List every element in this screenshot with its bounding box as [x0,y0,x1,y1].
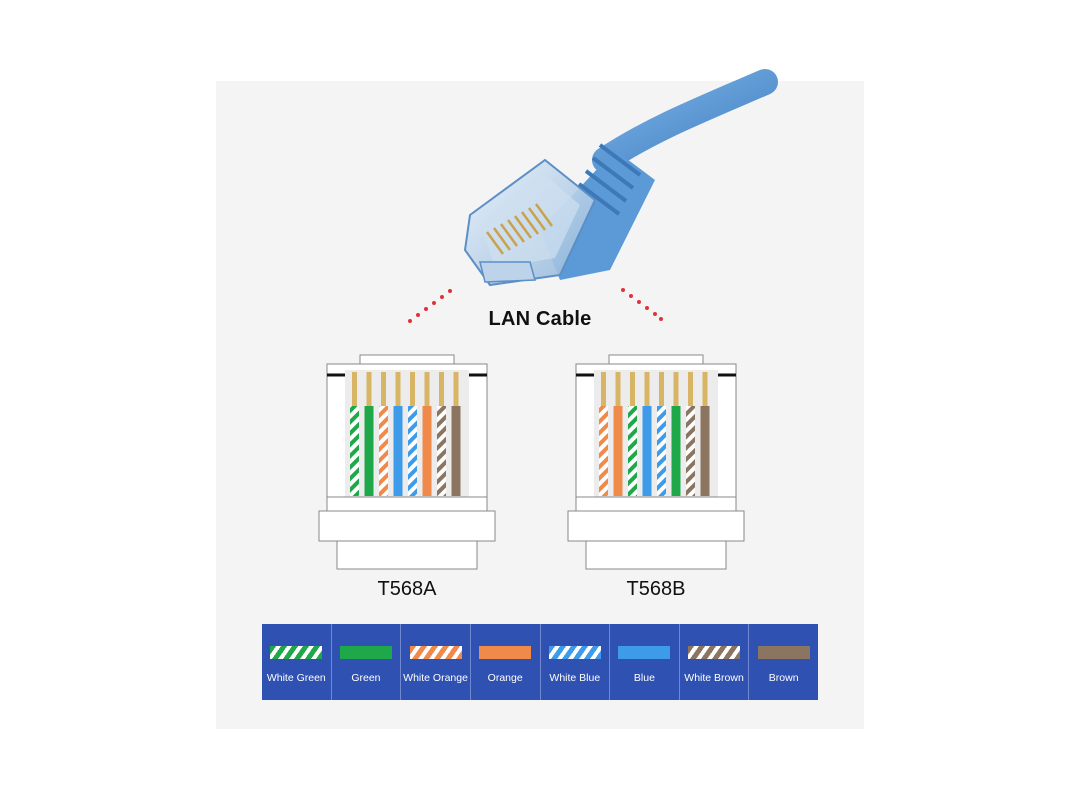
wire-white-blue [657,406,666,496]
contact-pin [644,372,650,406]
wire-brown [700,406,710,496]
legend-item-white-orange: White Orange [401,624,471,700]
legend-label: Blue [633,672,655,684]
legend-item-orange: Orange [471,624,541,700]
contact-pin [630,372,635,406]
legend-swatch-orange [479,646,532,659]
legend-swatch-green [339,646,392,659]
wire-white-blue [408,406,417,496]
legend-label: Orange [487,672,523,684]
wire-white-brown [686,406,695,496]
wire-white-brown [437,406,446,496]
wire-white-green [628,406,637,496]
wire-green [364,406,374,496]
legend-label: White Orange [403,672,468,684]
wire-white-green [350,406,359,496]
legend-item-brown: Brown [749,624,818,700]
legend-label: White Blue [549,672,601,684]
contact-pin [410,372,415,406]
contact-pin [688,372,693,406]
connector-t568b [567,354,745,570]
legend-label: White Brown [684,672,744,684]
wire-orange [613,406,623,496]
contact-pin [702,372,708,406]
t568a-label: T568A [377,578,437,600]
legend-label: White Green [266,672,326,684]
legend-swatch-white-blue [548,646,601,659]
legend-swatch-brown [757,646,810,659]
diagram-title: LAN Cable [488,308,592,330]
wire-green [671,406,681,496]
wire-white-orange [379,406,388,496]
contact-pin [659,372,664,406]
legend-item-white-green: White Green [262,624,332,700]
wire-blue [642,406,652,496]
legend-item-green: Green [332,624,402,700]
contact-pin [424,372,430,406]
contact-pin [673,372,679,406]
legend-item-blue: Blue [610,624,680,700]
lan-cable-illustration [463,69,778,287]
legend-item-white-blue: White Blue [541,624,611,700]
contact-pin [395,372,401,406]
legend-label: Green [351,672,381,684]
legend-item-white-brown: White Brown [680,624,750,700]
connector-t568a [318,354,496,570]
wire-orange [422,406,432,496]
wire-brown [451,406,461,496]
legend-label: Brown [768,672,799,684]
legend-swatch-white-green [270,646,323,659]
legend-swatch-blue [618,646,671,659]
contact-pin [453,372,459,406]
legend-swatch-white-brown [688,646,741,659]
legend-swatch-white-orange [409,646,462,659]
t568b-label: T568B [626,578,686,600]
color-legend: White Green Green White Orange Orange White … [262,624,818,700]
dotted-connector-right [621,288,663,321]
contact-pin [381,372,386,406]
contact-pin [615,372,621,406]
contact-pin [601,372,606,406]
contact-pin [439,372,444,406]
wire-blue [393,406,403,496]
contact-pin [352,372,357,406]
wire-white-orange [599,406,608,496]
dotted-connector-left [408,289,452,323]
contact-pin [366,372,372,406]
